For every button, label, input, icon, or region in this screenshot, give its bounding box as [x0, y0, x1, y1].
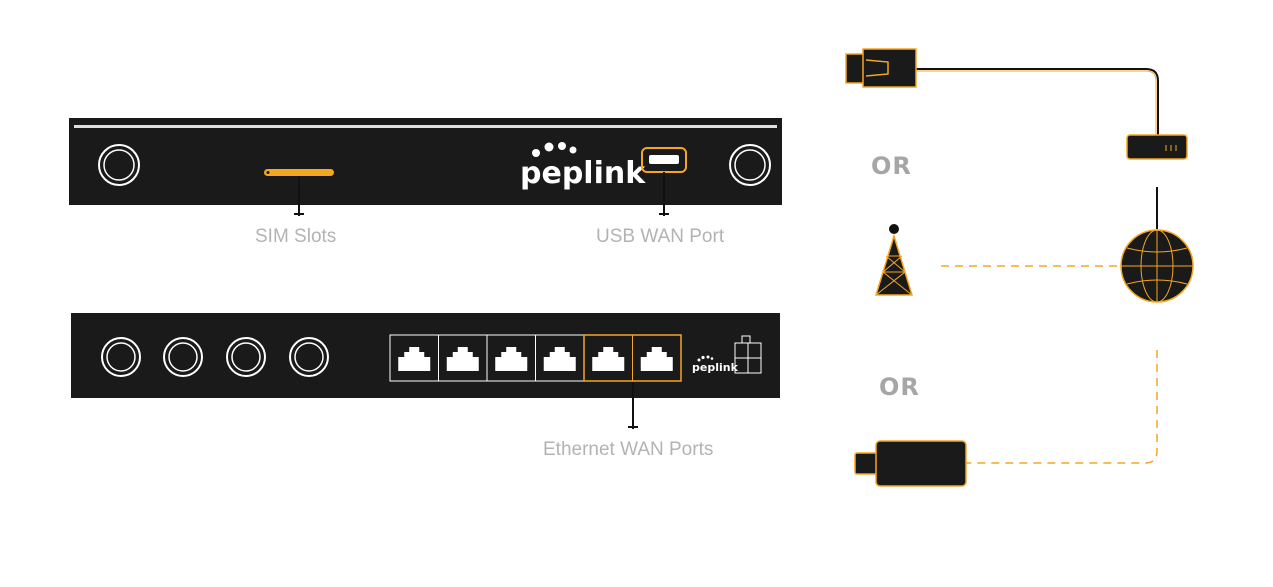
- antenna-connector-icon: [163, 337, 203, 377]
- peplink-logo: peplink: [520, 142, 646, 191]
- modem-icon: [1126, 134, 1188, 160]
- router-back-panel: peplink: [71, 313, 780, 398]
- antenna-connector-icon: [289, 337, 329, 377]
- antenna-connector-icon: [729, 144, 771, 186]
- antenna-connector-icon: [101, 337, 141, 377]
- usb-modem-icon: [854, 440, 967, 487]
- usb-wan-port-label: USB WAN Port: [596, 226, 725, 247]
- antenna-connector-icon: [98, 144, 140, 186]
- sim-slots-label: SIM Slots: [255, 226, 337, 247]
- sim-slot: [264, 169, 334, 176]
- or-label-top: OR: [871, 152, 912, 180]
- antenna-connector-icon: [226, 337, 266, 377]
- ethernet-wan-ports-label: Ethernet WAN Ports: [543, 439, 714, 460]
- router-front-panel: peplink: [69, 118, 782, 205]
- or-label-bottom: OR: [879, 373, 920, 401]
- brand-text: peplink: [520, 156, 646, 191]
- peplink-logo-small: peplink: [692, 355, 739, 374]
- brand-text-small: peplink: [692, 361, 739, 374]
- highlighted-ethernet-wan-ports: [583, 334, 682, 382]
- cell-tower-icon: [874, 224, 914, 296]
- ethernet-port-group: [389, 334, 682, 382]
- power-connector-icon: [734, 335, 762, 374]
- ethernet-cable-icon: [845, 48, 917, 88]
- globe-icon: [1120, 229, 1194, 303]
